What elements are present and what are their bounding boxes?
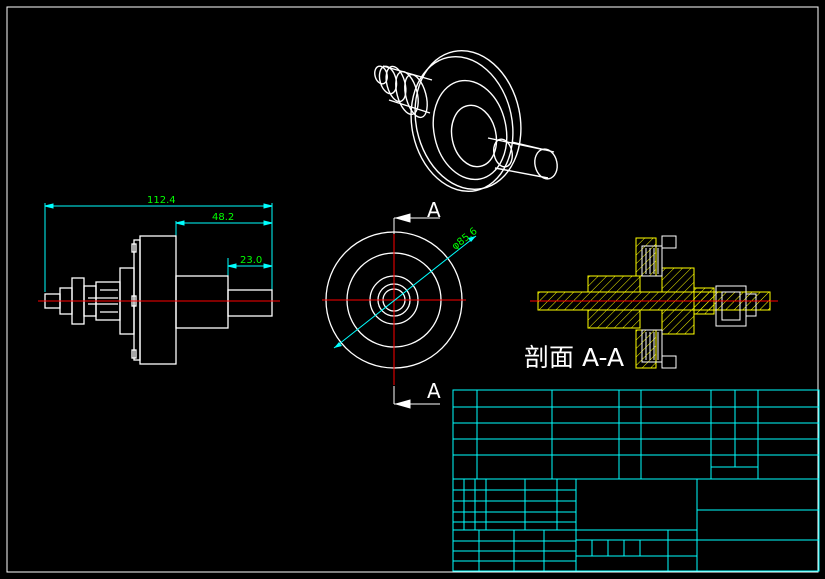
section-label: 剖面 A-A (524, 343, 624, 372)
dim-flange-to-end: 48.2 (212, 212, 234, 223)
section-mark-bottom: A (427, 379, 441, 403)
front-view: φ85.6 A A (322, 198, 480, 409)
diameter-dimension-line (333, 235, 477, 349)
dim-diameter: φ85.6 (450, 226, 480, 252)
isometric-view (374, 49, 558, 193)
section-mark-top: A (427, 198, 441, 222)
drawing-border (6, 6, 819, 573)
dim-overall-length: 112.4 (147, 195, 176, 206)
side-view: 112.4 48.2 23.0 (38, 195, 280, 365)
dim-shaft-end: 23.0 (240, 255, 262, 266)
section-view: 剖面 A-A (524, 235, 778, 372)
title-block (452, 389, 820, 572)
